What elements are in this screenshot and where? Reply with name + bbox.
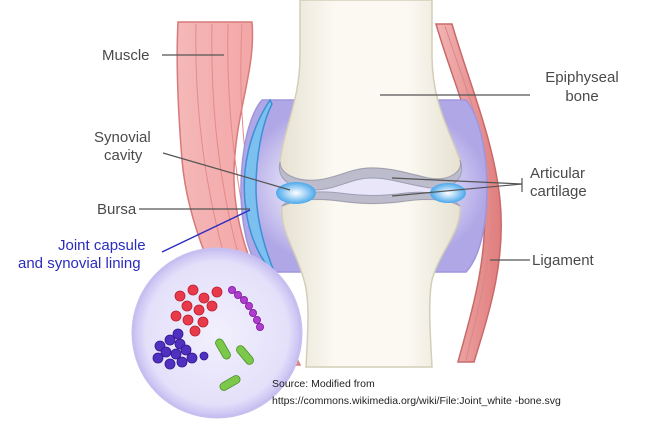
lower-bone	[281, 198, 461, 368]
synovial-fluid-right	[430, 183, 466, 203]
source-line1: Source: Modified from	[272, 378, 375, 390]
source-url: https://commons.wikimedia.org/wiki/File:…	[272, 395, 561, 407]
muscle-label: Muscle	[102, 47, 150, 64]
joint-capsule-label-line2: and synovial lining	[18, 255, 141, 272]
epiphyseal-bone-label-line2: bone	[565, 88, 599, 105]
joint-capsule-label-line1: Joint capsule	[58, 237, 146, 254]
microbe-dish	[131, 247, 303, 419]
ligament-label: Ligament	[532, 252, 594, 269]
articular-cartilage-upper	[278, 159, 462, 191]
articular-cartilage-label-line2: cartilage	[530, 183, 587, 200]
leader-lines	[139, 54, 530, 261]
joint-capsule-leader	[161, 209, 251, 253]
articular-cartilage-lower	[281, 191, 461, 207]
upper-bone	[279, 0, 462, 182]
synovial-cavity-label-line2: cavity	[104, 147, 143, 164]
bursa-label: Bursa	[97, 201, 137, 218]
synovial-fluid-left	[276, 182, 316, 204]
epiphyseal-bone-label-line1: Epiphyseal	[545, 69, 619, 86]
articular-cartilage-label-line1: Articular	[530, 165, 586, 182]
synovial-cavity-label-line1: Synovial	[94, 129, 151, 146]
